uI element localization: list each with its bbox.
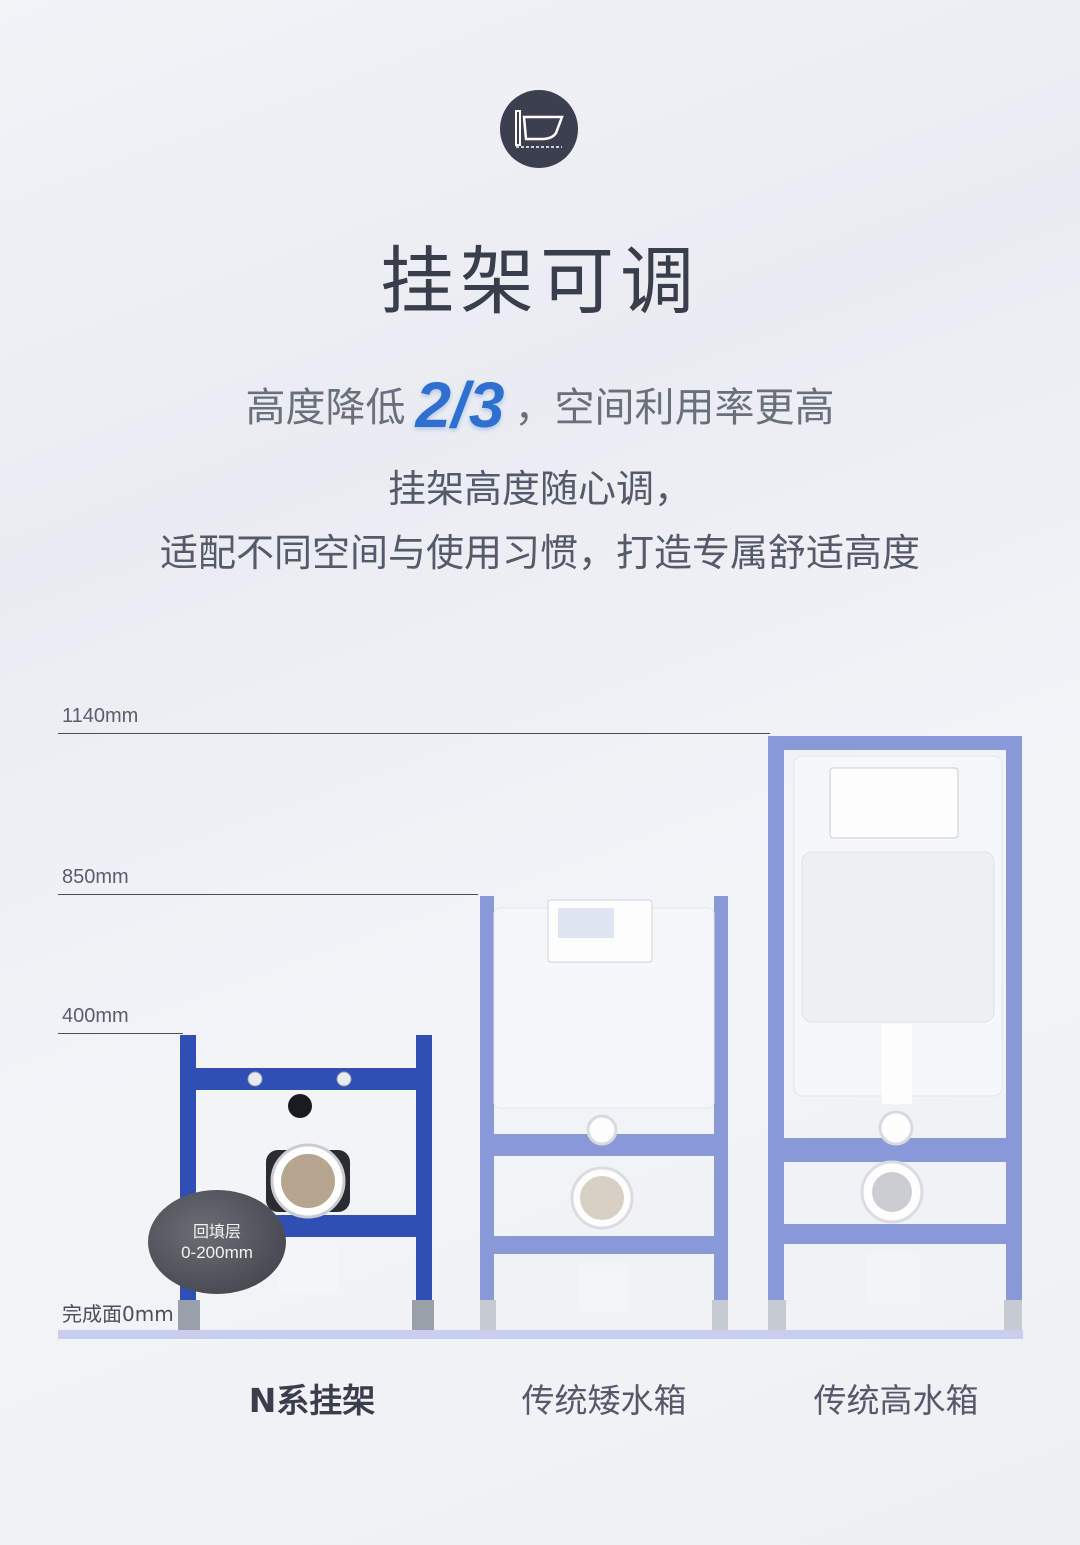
reduction-value: 2/3 bbox=[415, 369, 505, 441]
low-tank-frame bbox=[480, 896, 728, 1330]
caption-low-tank: 传统矮水箱 bbox=[521, 1381, 687, 1420]
floor-label: 完成面0mm bbox=[62, 1302, 174, 1326]
caption-high-tank: 传统高水箱 bbox=[813, 1381, 979, 1420]
mark-line-850 bbox=[58, 894, 478, 895]
mark-400: 400mm bbox=[62, 1005, 129, 1027]
page-title: 挂架可调 bbox=[380, 239, 700, 325]
mark-850: 850mm bbox=[62, 866, 129, 888]
high-tank-frame bbox=[768, 736, 1022, 1330]
mark-1140: 1140mm bbox=[62, 705, 139, 727]
floor-line bbox=[58, 1330, 1023, 1339]
backfill-title: 回填层 bbox=[192, 1222, 241, 1241]
mark-line-400 bbox=[58, 1033, 183, 1034]
backfill-range: 0-200mm bbox=[181, 1243, 253, 1262]
reduction-suffix: ，空间利用率更高 bbox=[514, 385, 835, 431]
caption-n-series: N系挂架 bbox=[248, 1381, 376, 1420]
n-series-frame bbox=[178, 1035, 434, 1330]
mark-line-1140 bbox=[58, 733, 770, 734]
backfill-badge: 回填层 0-200mm bbox=[148, 1190, 286, 1294]
wall-hung-toilet-icon bbox=[500, 90, 578, 168]
adapt-line: 适配不同空间与使用习惯，打造专属舒适高度 bbox=[159, 531, 920, 575]
adjust-line: 挂架高度随心调， bbox=[387, 467, 692, 511]
reduction-prefix: 高度降低 bbox=[245, 385, 406, 431]
